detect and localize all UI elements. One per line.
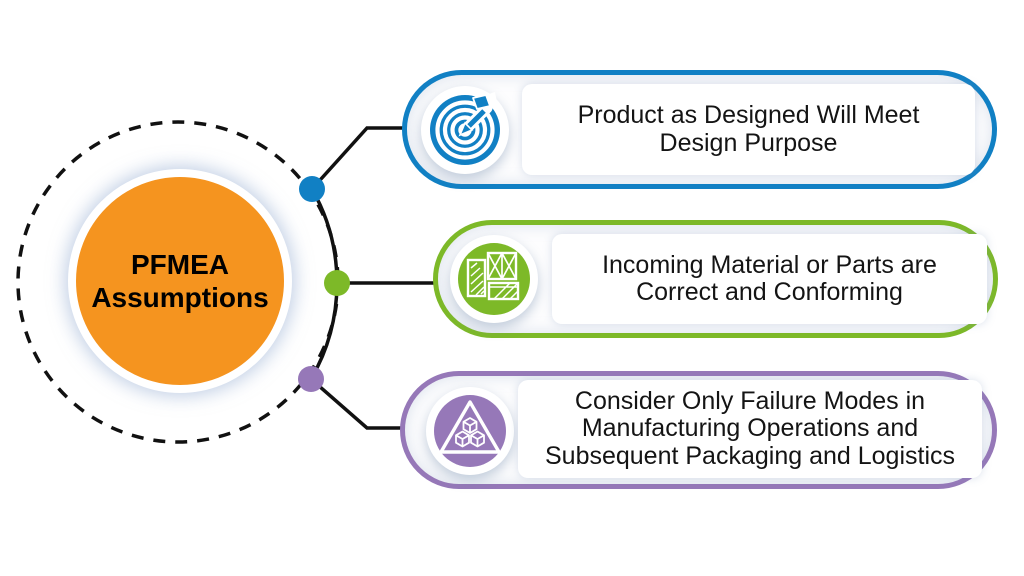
card-text-line: Design Purpose (659, 128, 838, 157)
node-dot-purple (298, 366, 324, 392)
card-text-line: Subsequent Packaging and Logistics (544, 441, 955, 470)
card-text-line: Incoming Material or Parts are (602, 250, 937, 279)
card-text-product-design: Product as Designed Will Meet Design Pur… (522, 84, 975, 175)
materials-icon-disc (450, 235, 538, 323)
node-dot-green (324, 270, 350, 296)
card-text-line: Correct and Conforming (636, 278, 903, 306)
node-dot-blue (299, 176, 325, 202)
card-text-line: Product as Designed Will Meet (577, 101, 920, 129)
center-title-line1: PFMEA (131, 249, 229, 280)
card-text-line: Consider Only Failure Modes in (574, 386, 926, 415)
cubes-triangle-icon (434, 395, 506, 467)
materials-icon (458, 243, 530, 315)
target-icon-disc (421, 86, 509, 174)
center-title-line2: Assumptions (91, 282, 269, 313)
target-icon (430, 92, 500, 165)
card-text-incoming-material: Incoming Material or Parts are Correct a… (552, 234, 987, 324)
center-circle: PFMEA Assumptions (68, 169, 292, 393)
card-text-line: Manufacturing Operations and (581, 414, 919, 443)
card-text-failure-modes: Consider Only Failure Modes in Manufactu… (518, 380, 982, 478)
cubes-triangle-icon-disc (426, 387, 514, 475)
